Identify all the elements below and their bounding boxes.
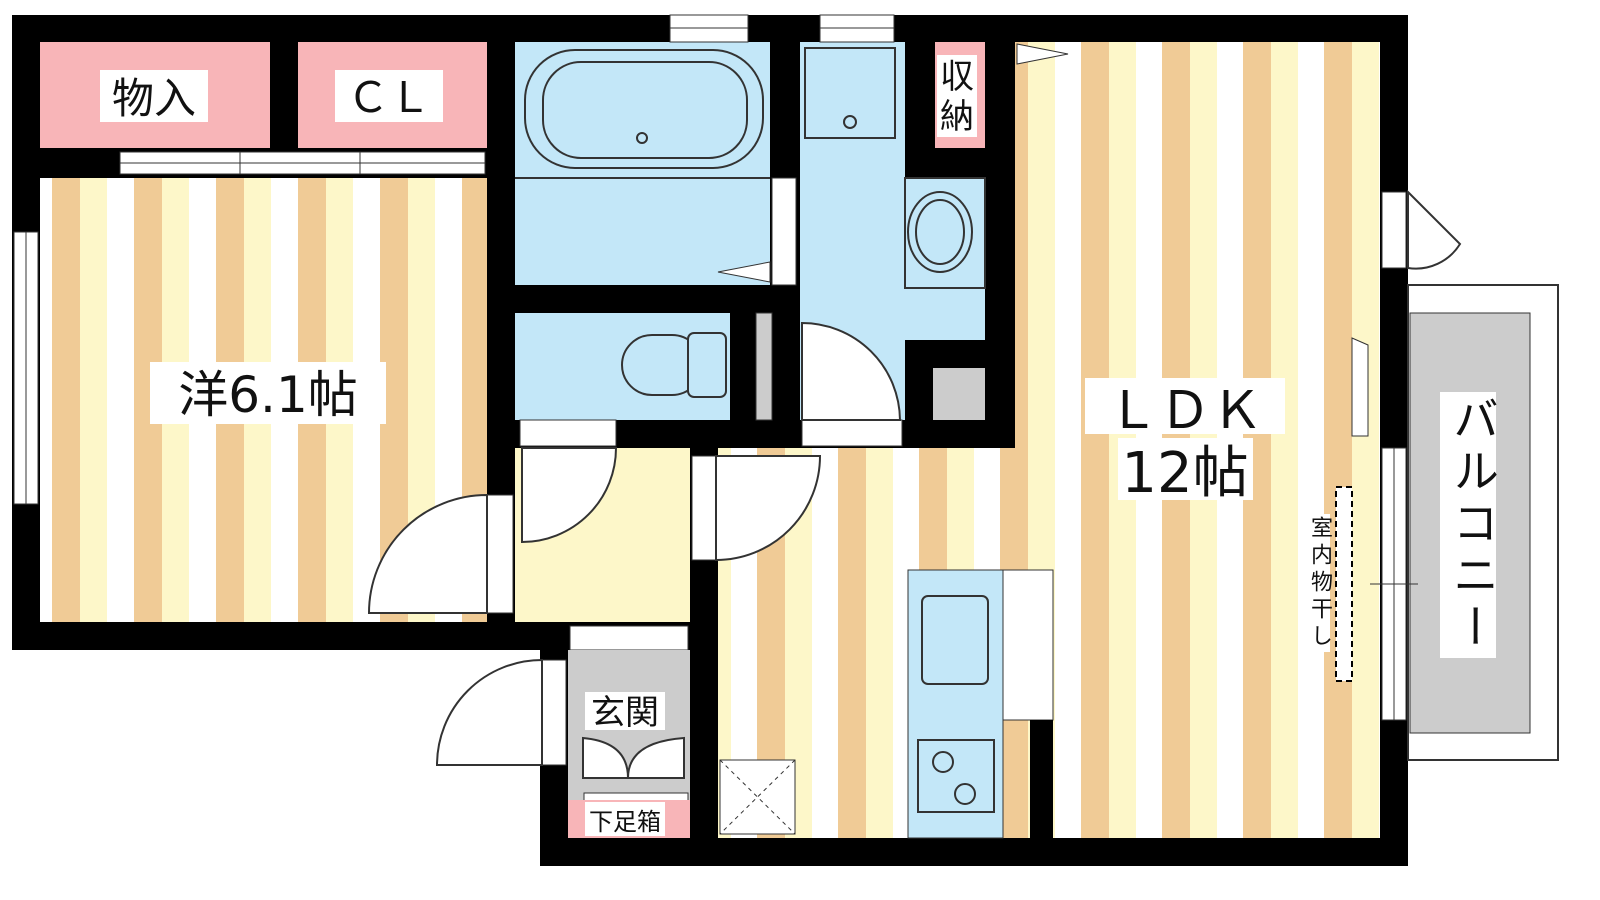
- western-door[interactable]: [486, 494, 514, 614]
- ldk-size-label: 12帖: [1121, 441, 1248, 506]
- ldk-label: ＬＤＫ: [1107, 381, 1263, 441]
- fridge-space: [1002, 569, 1054, 721]
- ldk-door-marker: [1016, 43, 1069, 65]
- entrance-label: 玄関: [591, 693, 659, 733]
- side-door[interactable]: [1381, 191, 1407, 269]
- washbasin-icon: [904, 177, 986, 289]
- closet-cl-label: ＣＬ: [347, 73, 431, 122]
- front-door[interactable]: [541, 659, 567, 766]
- pipe-space: [933, 368, 985, 420]
- sink-icon: [921, 595, 989, 685]
- storage-closet-2-label-2: 納: [940, 97, 974, 137]
- entrance-step: [569, 625, 689, 651]
- indoor-drying-label: 室内物干し: [1300, 514, 1332, 652]
- balcony-label: バルコニー: [1440, 392, 1500, 658]
- toilet-door[interactable]: [755, 312, 773, 421]
- bathroom: [515, 42, 770, 285]
- ldk-door[interactable]: [691, 455, 717, 561]
- storage-closet-2-label-1: 収: [940, 57, 974, 97]
- storage-closet-1-label: 物入: [112, 74, 196, 123]
- aircon-marker: [1351, 337, 1369, 437]
- hall-door[interactable]: [519, 419, 617, 447]
- bathtub-icon: [524, 49, 764, 169]
- bath-door[interactable]: [771, 177, 797, 286]
- wash-door[interactable]: [801, 419, 903, 447]
- washing-machine-icon: [804, 47, 896, 139]
- shoe-box-label: 下足箱: [589, 808, 661, 836]
- western-room-label: 洋6.1帖: [178, 366, 358, 424]
- indoor-drying-rail: [1335, 486, 1353, 682]
- stove-icon: [917, 739, 995, 813]
